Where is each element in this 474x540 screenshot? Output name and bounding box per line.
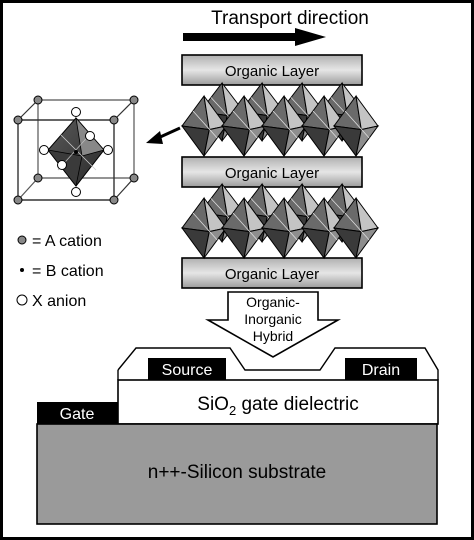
substrate-label: n++-Silicon substrate <box>148 462 327 483</box>
legend-x-anion: X anion <box>32 293 86 310</box>
legend-a-cation: = A cation <box>32 233 102 250</box>
drain-label: Drain <box>362 362 400 379</box>
hybrid-down-arrow: Organic- Inorganic Hybrid <box>204 291 342 358</box>
dielectric-label: SiO2 gate dielectric <box>197 394 358 418</box>
hybrid-film-outline <box>117 347 439 380</box>
transport-arrow <box>183 28 326 46</box>
organic-layer-top-label: Organic Layer <box>225 63 319 80</box>
hybrid-label-line2: Inorganic <box>244 311 302 327</box>
organic-layer-top: Organic Layer <box>181 54 363 86</box>
source-electrode: Source <box>148 358 226 380</box>
organic-layer-middle-label: Organic Layer <box>225 165 319 182</box>
legend-b-cation: = B cation <box>32 263 104 280</box>
b-cation-legend-symbol <box>20 268 24 272</box>
drain-electrode: Drain <box>345 358 417 380</box>
organic-layer-bottom-label: Organic Layer <box>225 266 319 283</box>
organic-layer-bottom: Organic Layer <box>181 257 363 289</box>
row2-front-octahedron-5 <box>332 196 380 260</box>
organic-layer-middle: Organic Layer <box>181 156 363 188</box>
row1-front-octahedron-1 <box>180 94 228 158</box>
hybrid-label-line1: Organic- <box>246 294 300 310</box>
x-anion-legend-symbol <box>16 294 28 306</box>
a-cation-legend-symbol <box>17 235 27 245</box>
inorganic-octahedra-row-2 <box>180 182 380 260</box>
row1-front-octahedron-3 <box>260 94 308 158</box>
source-label: Source <box>162 362 213 379</box>
row1-front-octahedron-2 <box>220 94 268 158</box>
gate-label: Gate <box>60 406 95 423</box>
perovskite-unit-cell <box>13 95 139 205</box>
sio2-gate-dielectric: SiO2 gate dielectric <box>117 379 439 425</box>
inorganic-octahedra-row-1 <box>180 81 380 158</box>
row2-front-octahedron-3 <box>260 196 308 260</box>
row2-front-octahedron-2 <box>220 196 268 260</box>
row1-front-octahedron-5 <box>332 94 380 158</box>
silicon-substrate: n++-Silicon substrate <box>36 423 438 525</box>
gate-electrode: Gate <box>37 402 118 424</box>
transport-direction-label: Transport direction <box>211 8 369 29</box>
row2-front-octahedron-1 <box>180 196 228 260</box>
legend: = A cation = B cation X anion <box>16 233 104 310</box>
pointer-arrow <box>146 126 181 144</box>
hybrid-label-line3: Hybrid <box>253 328 293 344</box>
